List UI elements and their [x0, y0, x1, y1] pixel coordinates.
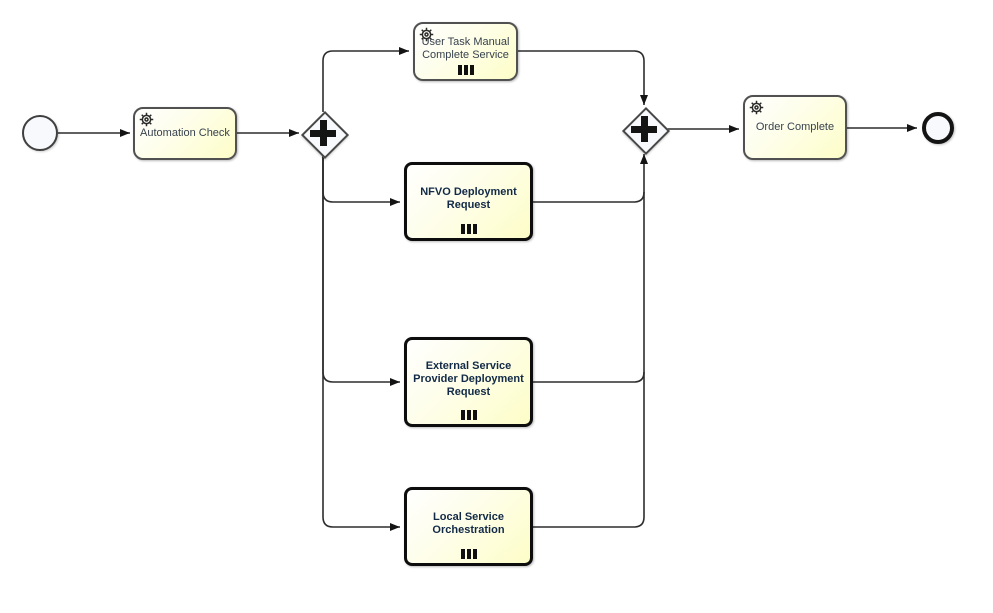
- flow-external-to-join: [533, 371, 645, 383]
- flow-split-to-user-task: [322, 47, 409, 112]
- task-label: Local Service Orchestration: [432, 510, 505, 536]
- task-order-complete[interactable]: Order Complete: [743, 95, 847, 160]
- flow-split-to-local: [322, 154, 400, 531]
- parallel-gateway-join[interactable]: [621, 106, 671, 156]
- task-label: User Task Manual Complete Service: [421, 35, 510, 61]
- plus-icon: [640, 116, 648, 142]
- task-label: External Service Provider Deployment Req…: [413, 359, 524, 398]
- parallel-multi-instance-marker: [460, 224, 477, 234]
- gear-icon: [139, 112, 154, 127]
- gear-icon: [419, 27, 434, 42]
- task-label: Order Complete: [755, 121, 835, 133]
- task-local-service-orchestration[interactable]: Local Service Orchestration: [404, 487, 533, 566]
- flow-split-to-external: [322, 154, 400, 386]
- start-event[interactable]: [22, 115, 58, 151]
- gear-icon: [749, 100, 764, 115]
- task-label: NFVO Deployment Request: [420, 185, 517, 211]
- flow-nfvo-to-join: [533, 191, 645, 203]
- parallel-multi-instance-marker: [460, 410, 477, 420]
- task-automation-check[interactable]: Automation Check: [133, 107, 237, 160]
- task-user-task-manual-complete-service[interactable]: User Task Manual Complete Service: [413, 22, 518, 81]
- parallel-multi-instance-marker: [460, 549, 477, 559]
- task-external-service-provider-deployment-request[interactable]: External Service Provider Deployment Req…: [404, 337, 533, 427]
- plus-icon: [319, 120, 327, 146]
- task-label: Automation Check: [140, 127, 230, 139]
- flow-split-to-nfvo: [322, 154, 400, 206]
- parallel-gateway-split[interactable]: [300, 110, 350, 160]
- task-nfvo-deployment-request[interactable]: NFVO Deployment Request: [404, 162, 533, 241]
- flow-local-to-join: [533, 154, 648, 528]
- parallel-multi-instance-marker: [457, 65, 474, 75]
- end-event[interactable]: [922, 112, 954, 144]
- flow-user-task-to-join: [518, 50, 648, 105]
